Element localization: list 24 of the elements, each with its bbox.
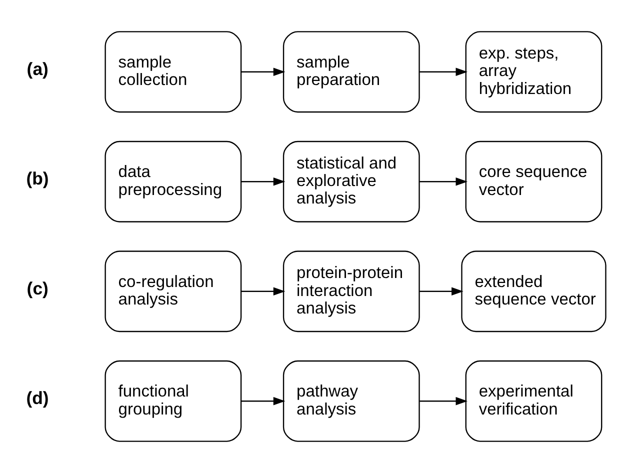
node-box: sample collection xyxy=(104,31,242,113)
node-box: sample preparation xyxy=(282,31,420,113)
node-box: exp. steps, array hybridization xyxy=(465,31,602,113)
node-box: functional grouping xyxy=(104,360,242,442)
node-box: experimental verification xyxy=(465,360,602,442)
node-box: core sequence vector xyxy=(465,140,602,222)
label: (d) xyxy=(26,388,49,408)
node-box: co-regulation analysis xyxy=(104,250,242,332)
arrow xyxy=(241,397,286,406)
arrow xyxy=(420,397,468,406)
label: (a) xyxy=(26,58,48,79)
arrow xyxy=(420,177,468,186)
node-box: statistical and explorative analysis xyxy=(282,140,420,222)
label: (b) xyxy=(26,168,49,189)
arrow xyxy=(241,177,286,186)
arrow xyxy=(241,68,286,76)
node-box: data preprocessing xyxy=(104,140,242,222)
label: (c) xyxy=(26,278,48,298)
node-box: extended sequence vector xyxy=(461,250,606,332)
node-box: protein-protein interaction analysis xyxy=(282,250,420,332)
arrow xyxy=(420,287,464,296)
arrow xyxy=(420,68,468,76)
node-box: pathway analysis xyxy=(282,360,420,442)
arrow xyxy=(241,287,286,296)
